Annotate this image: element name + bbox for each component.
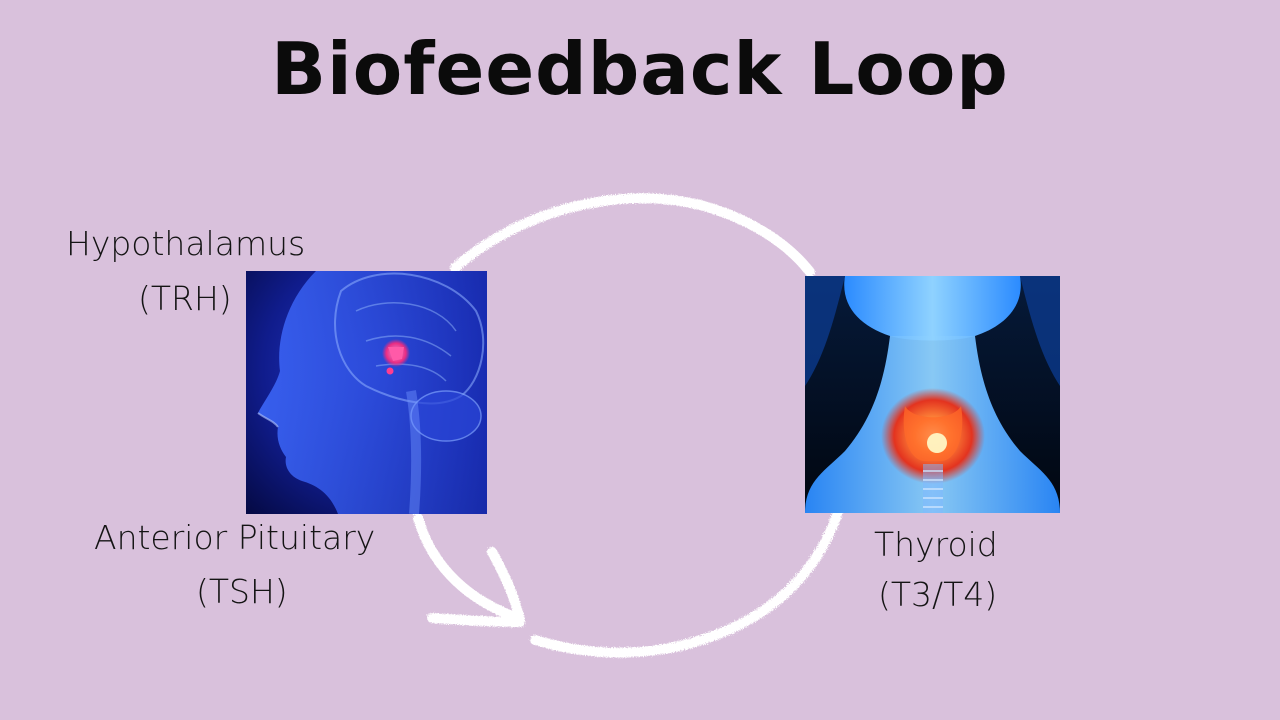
slide-title: Biofeedback Loop <box>271 27 1009 111</box>
neck-thyroid-image <box>805 276 1060 513</box>
node-hormone-trh: (TRH) <box>138 279 232 318</box>
node-label-anterior-pituitary: Anterior Pituitary <box>94 518 376 557</box>
loop-arc-bottom <box>530 507 843 658</box>
loop-arc-left <box>413 513 515 620</box>
node-hormone-tsh: (TSH) <box>196 572 288 611</box>
node-label-hypothalamus: Hypothalamus <box>66 224 306 263</box>
node-hormone-t3-t4: (T3/T4) <box>878 575 998 614</box>
loop-arc-top <box>450 193 815 277</box>
head-brain-image <box>246 271 487 514</box>
arrow-icon <box>427 547 525 627</box>
node-label-thyroid: Thyroid <box>874 525 998 564</box>
